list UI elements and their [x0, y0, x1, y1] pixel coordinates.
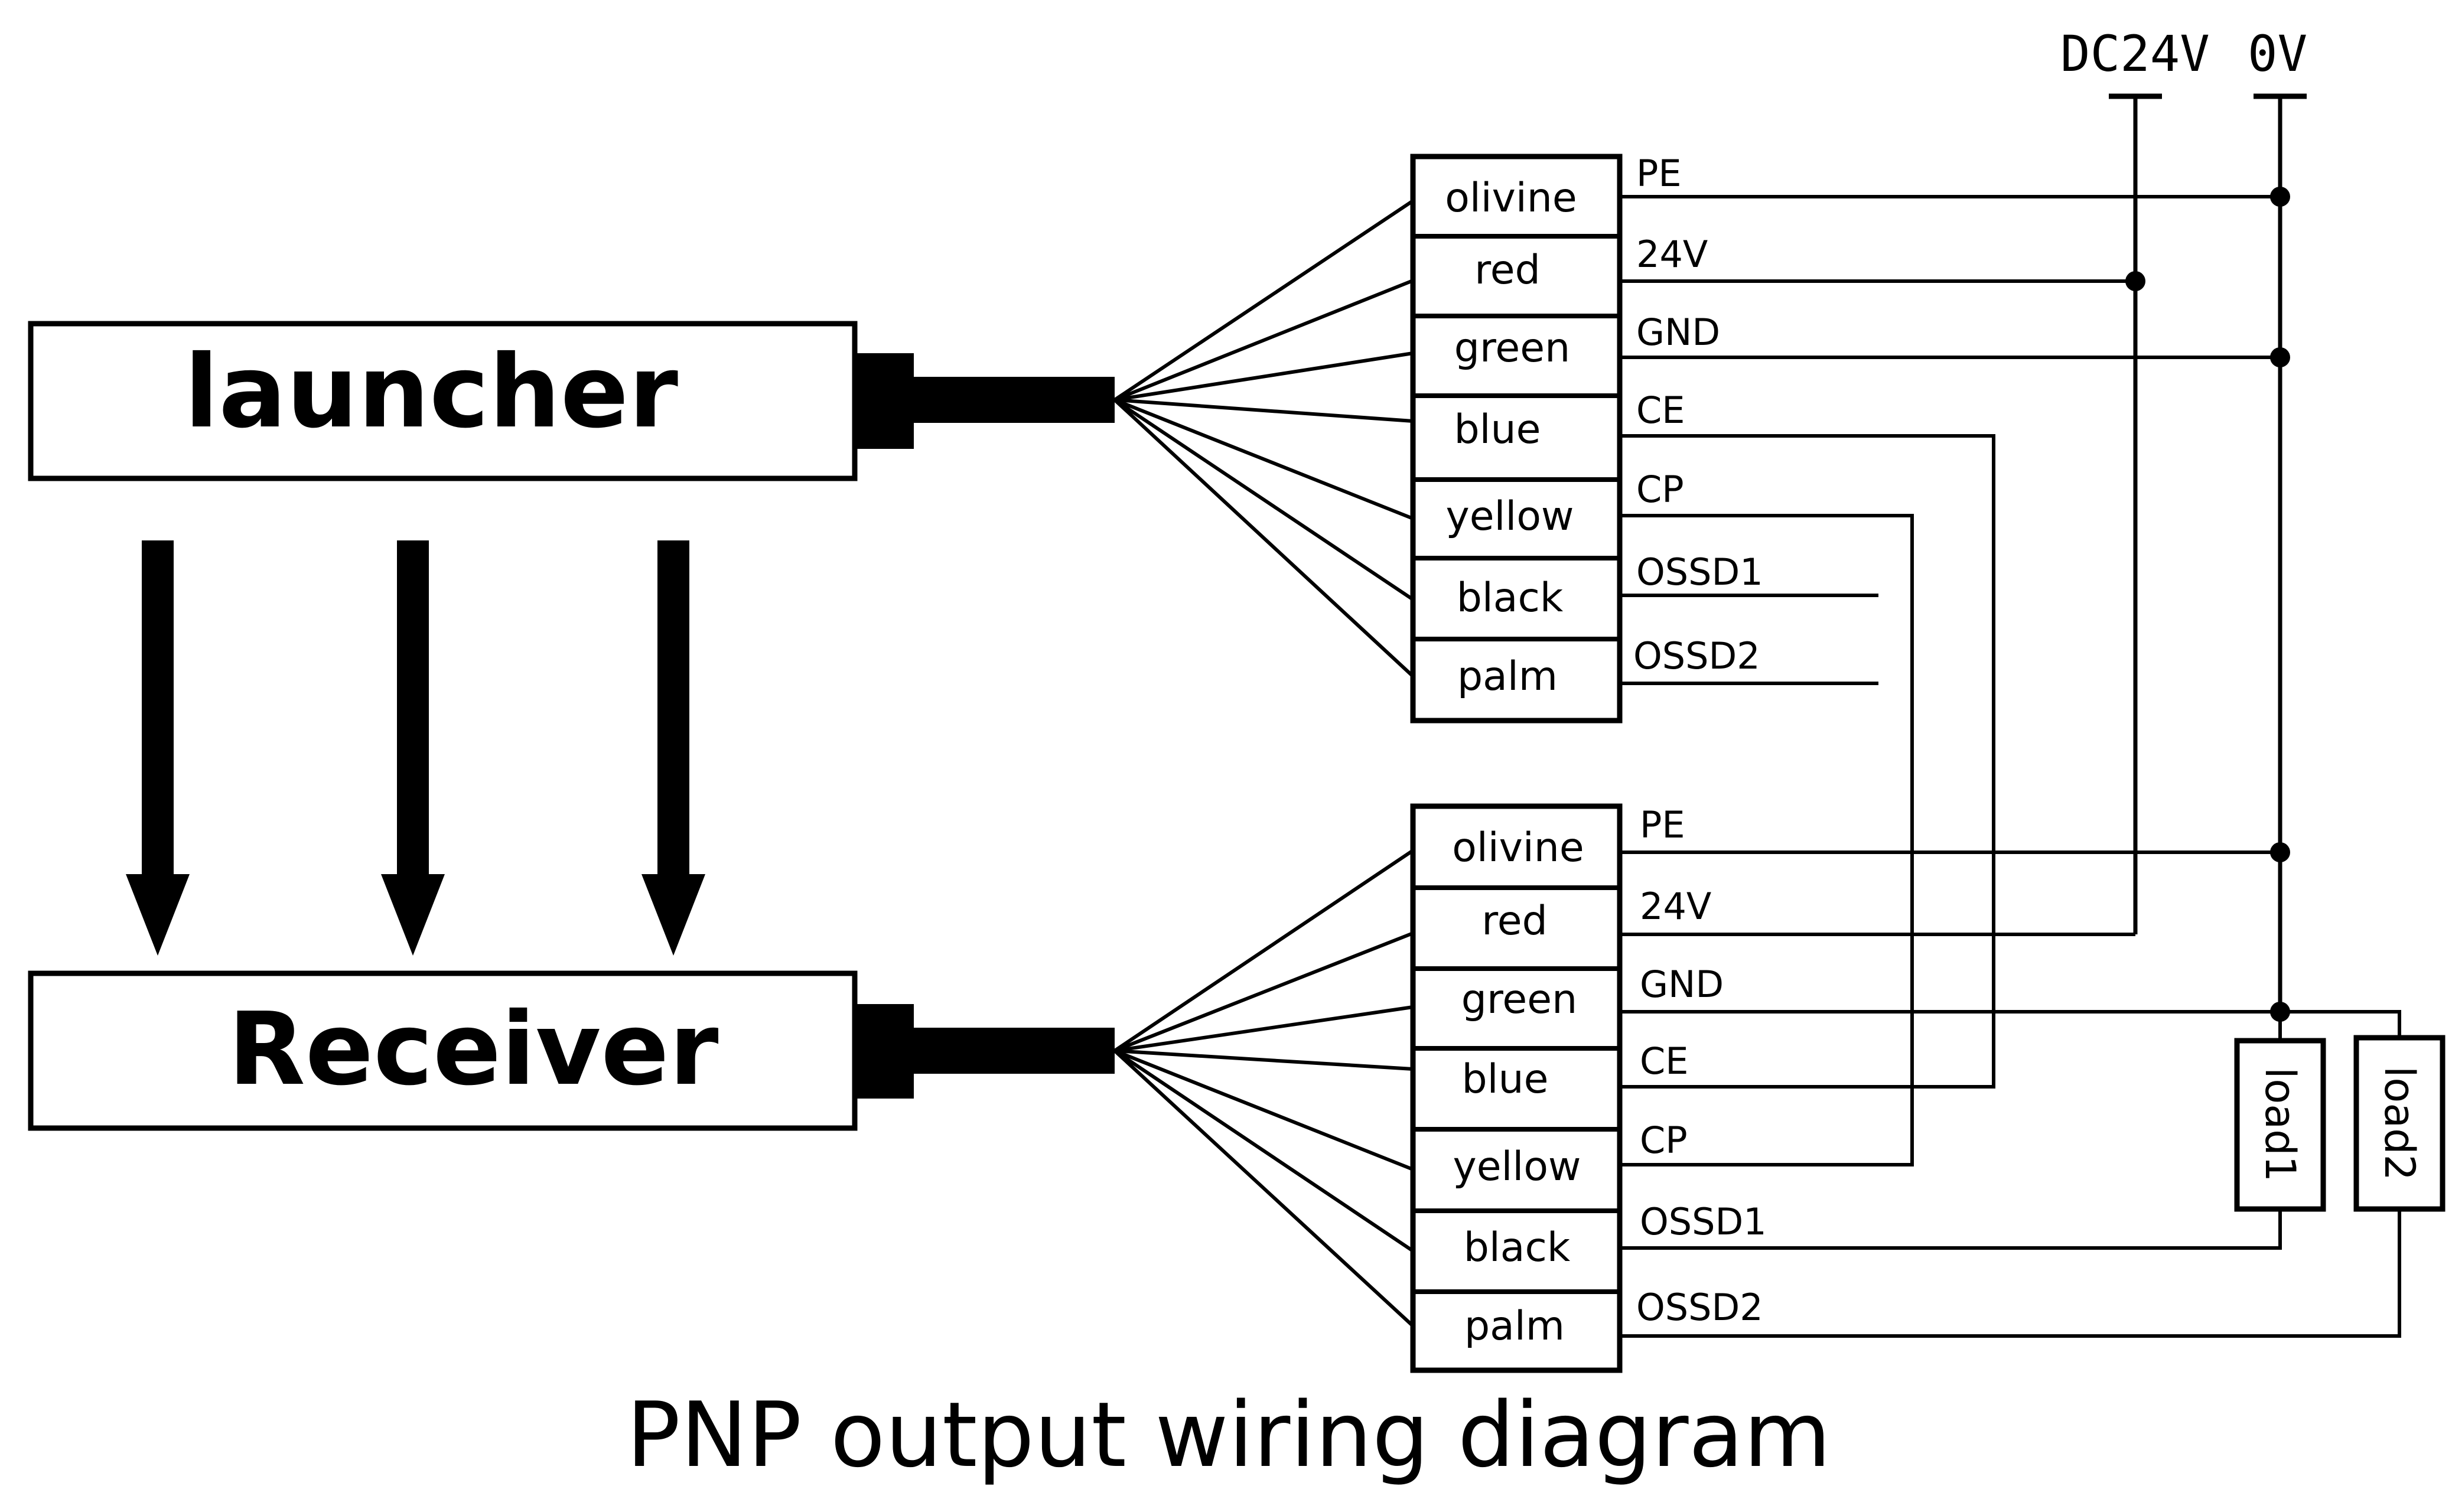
launcher-wire-fan — [1113, 199, 1415, 678]
wire-color-label: green — [1461, 976, 1577, 1023]
load2-box — [2353, 1035, 2446, 1212]
signal-label: CE — [1640, 1040, 1688, 1083]
signal-label: 24V — [1636, 233, 1708, 276]
receiver-label: Receiver — [228, 991, 719, 1108]
rail-label-0v: 0V — [2248, 25, 2307, 83]
wire-color-label: yellow — [1445, 493, 1574, 540]
signal-label: 24V — [1640, 885, 1711, 928]
junction-dots — [2125, 187, 2290, 1022]
launcher-device: launcher — [28, 321, 1115, 481]
wire-color-label: black — [1457, 575, 1564, 621]
launcher-terminal-block: olivine red green blue yellow black palm — [1410, 154, 1623, 724]
signal-label: CE — [1636, 389, 1685, 432]
wire-color-label: blue — [1454, 406, 1541, 453]
signal-label: GND — [1640, 963, 1724, 1006]
launcher-signal-wires — [1620, 195, 2280, 1166]
receiver-terminal-block: olivine red green blue yellow black palm — [1410, 803, 1623, 1373]
wire-color-label: yellow — [1453, 1143, 1581, 1190]
receiver-signal-wires — [1620, 850, 2401, 1338]
loads: load1 load2 — [2234, 1010, 2446, 1212]
wire-color-label: palm — [1457, 653, 1558, 700]
receiver-device: Receiver — [28, 970, 1115, 1131]
signal-label: GND — [1636, 311, 1720, 354]
beam-arrow-icon — [126, 540, 190, 956]
receiver-signal-labels: PE 24V GND CE CP OSSD1 OSSD2 — [1636, 803, 1767, 1329]
beam-arrows — [126, 540, 705, 956]
launcher-label: launcher — [184, 334, 678, 451]
beam-arrow-icon — [381, 540, 445, 956]
load1-label: load1 — [2256, 1067, 2304, 1182]
receiver-wire-fan — [1113, 849, 1415, 1328]
signal-label: PE — [1640, 803, 1685, 846]
diagram-title: PNP output wiring diagram — [626, 1383, 1831, 1487]
beam-arrow-icon — [642, 540, 705, 956]
signal-label: OSSD1 — [1640, 1200, 1767, 1243]
signal-label: PE — [1636, 152, 1682, 195]
wire-color-label: green — [1454, 325, 1570, 372]
wire-color-label: red — [1474, 247, 1540, 294]
load1-box — [2234, 1038, 2326, 1212]
wire-color-label: olivine — [1445, 175, 1577, 221]
wire-color-label: olivine — [1452, 825, 1584, 871]
wire-color-label: red — [1481, 898, 1547, 944]
launcher-signal-labels: PE 24V GND CE CP OSSD1 OSSD2 — [1633, 152, 1763, 677]
signal-label: OSSD2 — [1633, 634, 1760, 677]
wire-color-label: palm — [1464, 1303, 1565, 1350]
wire-color-label: blue — [1462, 1056, 1549, 1103]
signal-label: OSSD2 — [1636, 1286, 1763, 1329]
load2-label: load2 — [2375, 1066, 2424, 1181]
signal-label: CP — [1640, 1119, 1688, 1162]
signal-label: OSSD1 — [1636, 550, 1763, 594]
rail-label-dc24v: DC24V — [2060, 25, 2210, 83]
wire-color-label: black — [1464, 1224, 1571, 1271]
power-rails: DC24V 0V — [2060, 25, 2307, 1013]
signal-label: CP — [1636, 468, 1684, 511]
